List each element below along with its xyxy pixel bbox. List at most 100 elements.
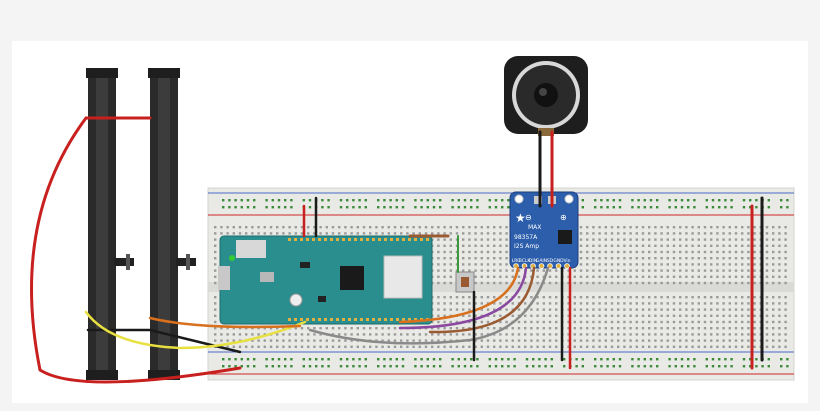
push-button-icon[interactable] bbox=[455, 271, 475, 293]
amp-pin bbox=[555, 263, 562, 269]
breadboard-hole bbox=[437, 238, 440, 241]
breadboard-hole bbox=[734, 339, 738, 342]
breadboard-hole bbox=[579, 327, 583, 330]
breadboard-hole bbox=[443, 333, 446, 336]
breadboard-hole bbox=[660, 302, 663, 305]
breadboard-hole bbox=[660, 250, 663, 254]
breadboard-hole bbox=[480, 345, 483, 348]
breadboard-hole bbox=[251, 333, 254, 336]
breadboard-hole bbox=[753, 333, 756, 336]
rail-hole bbox=[290, 365, 293, 368]
breadboard-hole bbox=[214, 314, 217, 317]
breadboard-hole bbox=[610, 320, 614, 324]
rail-hole bbox=[457, 206, 460, 209]
rail-hole bbox=[228, 365, 231, 368]
breadboard-hole bbox=[660, 281, 663, 285]
breadboard-hole bbox=[474, 263, 477, 266]
breadboard-hole bbox=[226, 345, 229, 348]
rail-hole bbox=[687, 206, 690, 209]
breadboard-hole bbox=[710, 296, 713, 299]
breadboard-hole bbox=[232, 333, 235, 336]
breadboard-hole bbox=[629, 263, 632, 266]
rail-hole bbox=[718, 358, 721, 361]
breadboard-hole bbox=[468, 250, 471, 254]
breadboard-hole bbox=[741, 244, 744, 247]
amp-title-line3: I2S Amp bbox=[514, 243, 539, 250]
rail-hole bbox=[718, 365, 721, 368]
breadboard-hole bbox=[753, 302, 756, 305]
breadboard-hole bbox=[406, 339, 409, 342]
breadboard-hole bbox=[697, 226, 700, 229]
breadboard-hole bbox=[648, 232, 651, 235]
potentiometer-icon[interactable] bbox=[114, 258, 134, 266]
breadboard-hole bbox=[772, 281, 775, 285]
rail-hole bbox=[308, 358, 312, 361]
breadboard-hole bbox=[697, 302, 700, 305]
breadboard-hole bbox=[443, 226, 446, 229]
breadboard-hole bbox=[772, 339, 775, 342]
breadboard-hole bbox=[728, 320, 731, 324]
breadboard-hole bbox=[294, 327, 297, 330]
breadboard-hole bbox=[747, 232, 750, 235]
breadboard-hole bbox=[276, 226, 279, 229]
breadboard-hole bbox=[716, 296, 719, 299]
breadboard-hole bbox=[623, 314, 626, 317]
rail-hole bbox=[246, 358, 250, 361]
rail-hole bbox=[705, 206, 708, 209]
breadboard-hole bbox=[555, 302, 558, 305]
rail-hole bbox=[389, 358, 392, 361]
breadboard-hole bbox=[579, 333, 583, 336]
breadboard-hole bbox=[300, 327, 304, 330]
breadboard-hole bbox=[567, 302, 570, 305]
breadboard-hole bbox=[753, 339, 756, 342]
breadboard-hole bbox=[393, 232, 397, 235]
breadboard-hole bbox=[728, 269, 731, 272]
breadboard-hole bbox=[734, 269, 738, 272]
breadboard-hole bbox=[672, 232, 676, 235]
breadboard-hole bbox=[604, 308, 607, 311]
header-pin bbox=[336, 318, 339, 321]
breadboard-hole bbox=[672, 275, 676, 278]
breadboard-hole bbox=[437, 308, 440, 311]
breadboard-hole bbox=[654, 281, 657, 285]
breadboard-hole bbox=[505, 339, 508, 342]
rail-hole bbox=[234, 206, 237, 209]
breadboard-hole bbox=[486, 263, 490, 266]
rail-hole bbox=[364, 199, 367, 202]
breadboard-hole bbox=[375, 232, 378, 235]
breadboard-hole bbox=[468, 269, 471, 272]
breadboard-hole bbox=[623, 281, 626, 285]
breadboard-hole bbox=[728, 244, 731, 247]
rail-hole bbox=[538, 365, 541, 368]
rail-hole bbox=[346, 206, 349, 209]
rail-hole bbox=[426, 358, 429, 361]
breadboard-hole bbox=[741, 232, 744, 235]
breadboard-hole bbox=[344, 232, 347, 235]
breadboard-hole bbox=[623, 275, 626, 278]
breadboard-hole bbox=[728, 308, 731, 311]
breadboard-hole bbox=[629, 339, 632, 342]
breadboard-hole bbox=[480, 281, 483, 285]
breadboard-hole bbox=[524, 333, 527, 336]
breadboard-hole bbox=[517, 339, 521, 342]
breadboard-hole bbox=[623, 345, 626, 348]
breadboard-hole bbox=[685, 314, 688, 317]
breadboard-hole bbox=[505, 296, 508, 299]
breadboard-hole bbox=[648, 244, 651, 247]
breadboard-hole bbox=[331, 226, 335, 229]
rail-hole bbox=[364, 365, 367, 368]
breadboard-hole bbox=[524, 281, 527, 285]
breadboard-hole bbox=[635, 232, 638, 235]
breadboard-hole bbox=[654, 263, 657, 266]
breadboard-hole bbox=[623, 339, 626, 342]
breadboard-hole bbox=[765, 308, 769, 311]
breadboard-hole bbox=[524, 302, 527, 305]
breadboard-hole bbox=[245, 226, 248, 229]
slide-potentiometer-right[interactable] bbox=[148, 68, 196, 380]
rail-hole bbox=[680, 199, 684, 202]
breadboard-hole bbox=[734, 320, 738, 324]
rail-hole bbox=[451, 365, 454, 368]
breadboard-hole bbox=[486, 238, 490, 241]
breadboard-hole bbox=[536, 327, 539, 330]
breadboard-hole bbox=[214, 302, 217, 305]
